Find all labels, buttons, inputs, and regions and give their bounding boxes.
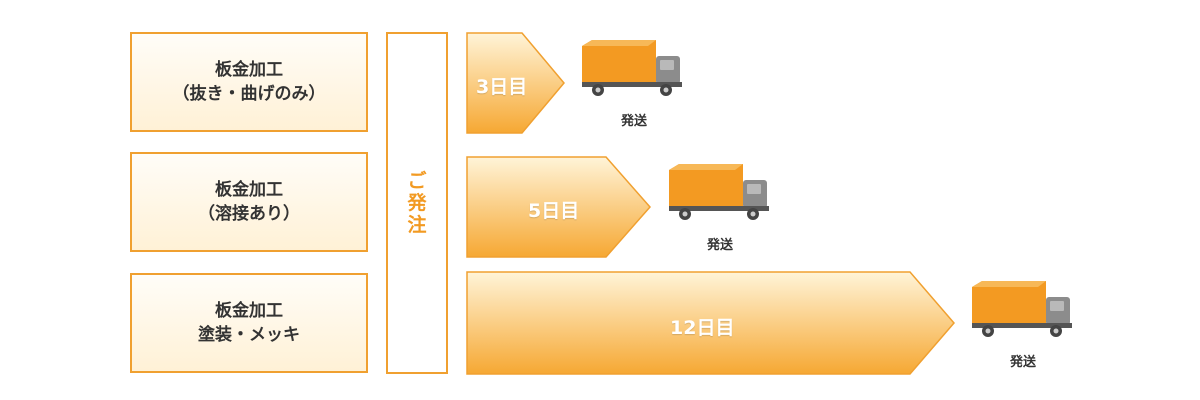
truck-icon	[582, 40, 682, 96]
ship-label: 発送	[620, 114, 647, 129]
process-title: 板金加工	[215, 60, 283, 80]
lead-time-arrow-5	[466, 156, 651, 258]
process-detail: （抜き・曲げのみ）	[172, 84, 326, 104]
lead-time-arrow-3	[466, 32, 565, 134]
order-char: 発	[407, 192, 427, 214]
process-title: 板金加工	[215, 301, 283, 321]
ship-label: 発送	[706, 238, 733, 253]
process-detail: 塗装・メッキ	[198, 325, 300, 345]
order-column: ご 発 注	[386, 32, 448, 374]
process-box-coating-plating: 板金加工 塗装・メッキ	[130, 273, 368, 373]
process-box-punch-bend: 板金加工 （抜き・曲げのみ）	[130, 32, 368, 132]
order-char: 注	[407, 214, 427, 236]
process-box-welding: 板金加工 （溶接あり）	[130, 152, 368, 252]
ship-label: 発送	[1009, 355, 1036, 370]
truck-icon	[972, 281, 1072, 337]
lead-time-label: 3日目	[476, 76, 528, 98]
lead-time-label: 5日目	[528, 200, 580, 222]
order-char: ご	[407, 170, 427, 192]
lead-time-arrow-12	[466, 271, 955, 375]
lead-time-label: 12日目	[670, 317, 735, 339]
truck-icon	[669, 164, 769, 220]
process-detail: （溶接あり）	[198, 204, 300, 224]
process-title: 板金加工	[215, 180, 283, 200]
